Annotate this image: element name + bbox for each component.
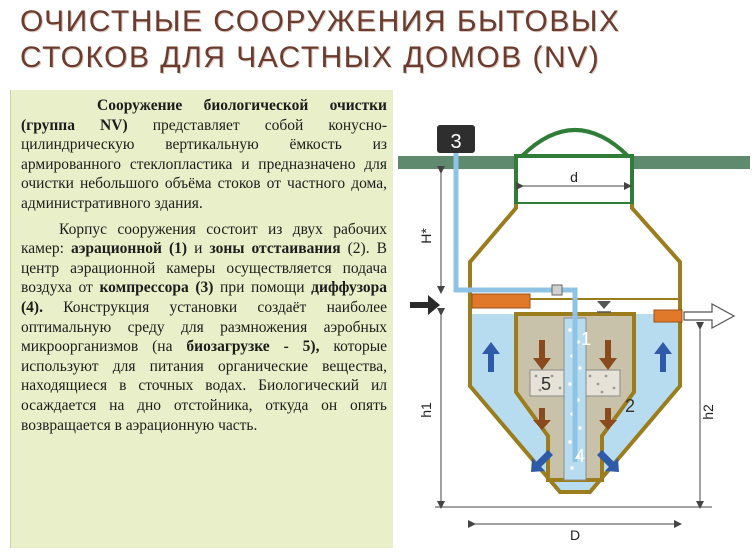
bioload-texture bbox=[534, 374, 616, 394]
outlet-pipe bbox=[653, 309, 683, 323]
intro-bold: Сооружение биологической очистки (группа… bbox=[21, 97, 387, 134]
page-title: ОЧИСТНЫЕ СООРУЖЕНИЯ БЫТОВЫХ СТОКОВ ДЛЯ Ч… bbox=[20, 5, 621, 74]
ground-right bbox=[632, 156, 750, 169]
compressor-box bbox=[437, 125, 475, 153]
compressor-bold: компрессора (3) bbox=[99, 279, 214, 297]
compressor-label: 3 bbox=[450, 131, 461, 153]
label-settling-2: 2 bbox=[625, 396, 635, 416]
air-pipe bbox=[453, 153, 578, 462]
p2-text-e: (2). В центр аэрационной камеры осуществ… bbox=[21, 240, 387, 297]
p2-text-i: Конструкция установки создаёт наиболее о… bbox=[21, 298, 387, 356]
tank-neck bbox=[514, 154, 634, 206]
flow-arrows bbox=[482, 340, 672, 472]
p2-text-k: которые используют для питания органичес… bbox=[21, 338, 388, 434]
label-aeration-1: 1 bbox=[581, 329, 591, 349]
inlet-arrow bbox=[410, 295, 440, 315]
intro-rest: представляет собой конусно-цилиндрическу… bbox=[21, 116, 387, 212]
label-bioload-5: 5 bbox=[541, 374, 551, 394]
dim-H-label: H* bbox=[418, 228, 434, 244]
paragraph-2: Корпус сооружения состоит из двух рабочи… bbox=[21, 220, 387, 436]
outlet-arrow bbox=[683, 302, 736, 330]
p2-text-a: Корпус сооружения состоит из двух рабочи… bbox=[21, 220, 387, 258]
p2-text-c: и bbox=[187, 240, 210, 258]
dim-h2-label: h2 bbox=[700, 404, 716, 420]
inlet-pipe bbox=[471, 293, 531, 309]
dim-d-label: d bbox=[570, 169, 578, 185]
air-pipe-valve bbox=[551, 284, 563, 296]
water-level-marker bbox=[597, 301, 611, 309]
treatment-plant-diagram: 3 1 2 4 5 d H* h1 h2 D bbox=[398, 125, 750, 543]
dome-lid bbox=[517, 128, 633, 158]
dim-D-label: D bbox=[570, 527, 580, 543]
p2-text-g: при помощи bbox=[213, 279, 312, 297]
bioload-bold: биозагрузке - 5), bbox=[186, 338, 320, 356]
dim-h1-label: h1 bbox=[418, 402, 434, 418]
description-textbox: Сооружение биологической очистки (группа… bbox=[10, 90, 393, 548]
label-diffuser-4: 4 bbox=[575, 446, 585, 466]
diffuser-bold: диффузора (4). bbox=[21, 279, 388, 316]
tank-upper-cone bbox=[468, 204, 682, 302]
aeration-bold: аэрационной (1) bbox=[70, 240, 188, 258]
paragraph-1: Сооружение биологической очистки (группа… bbox=[21, 96, 387, 214]
settling-bold: зоны отстаивания bbox=[209, 240, 341, 258]
